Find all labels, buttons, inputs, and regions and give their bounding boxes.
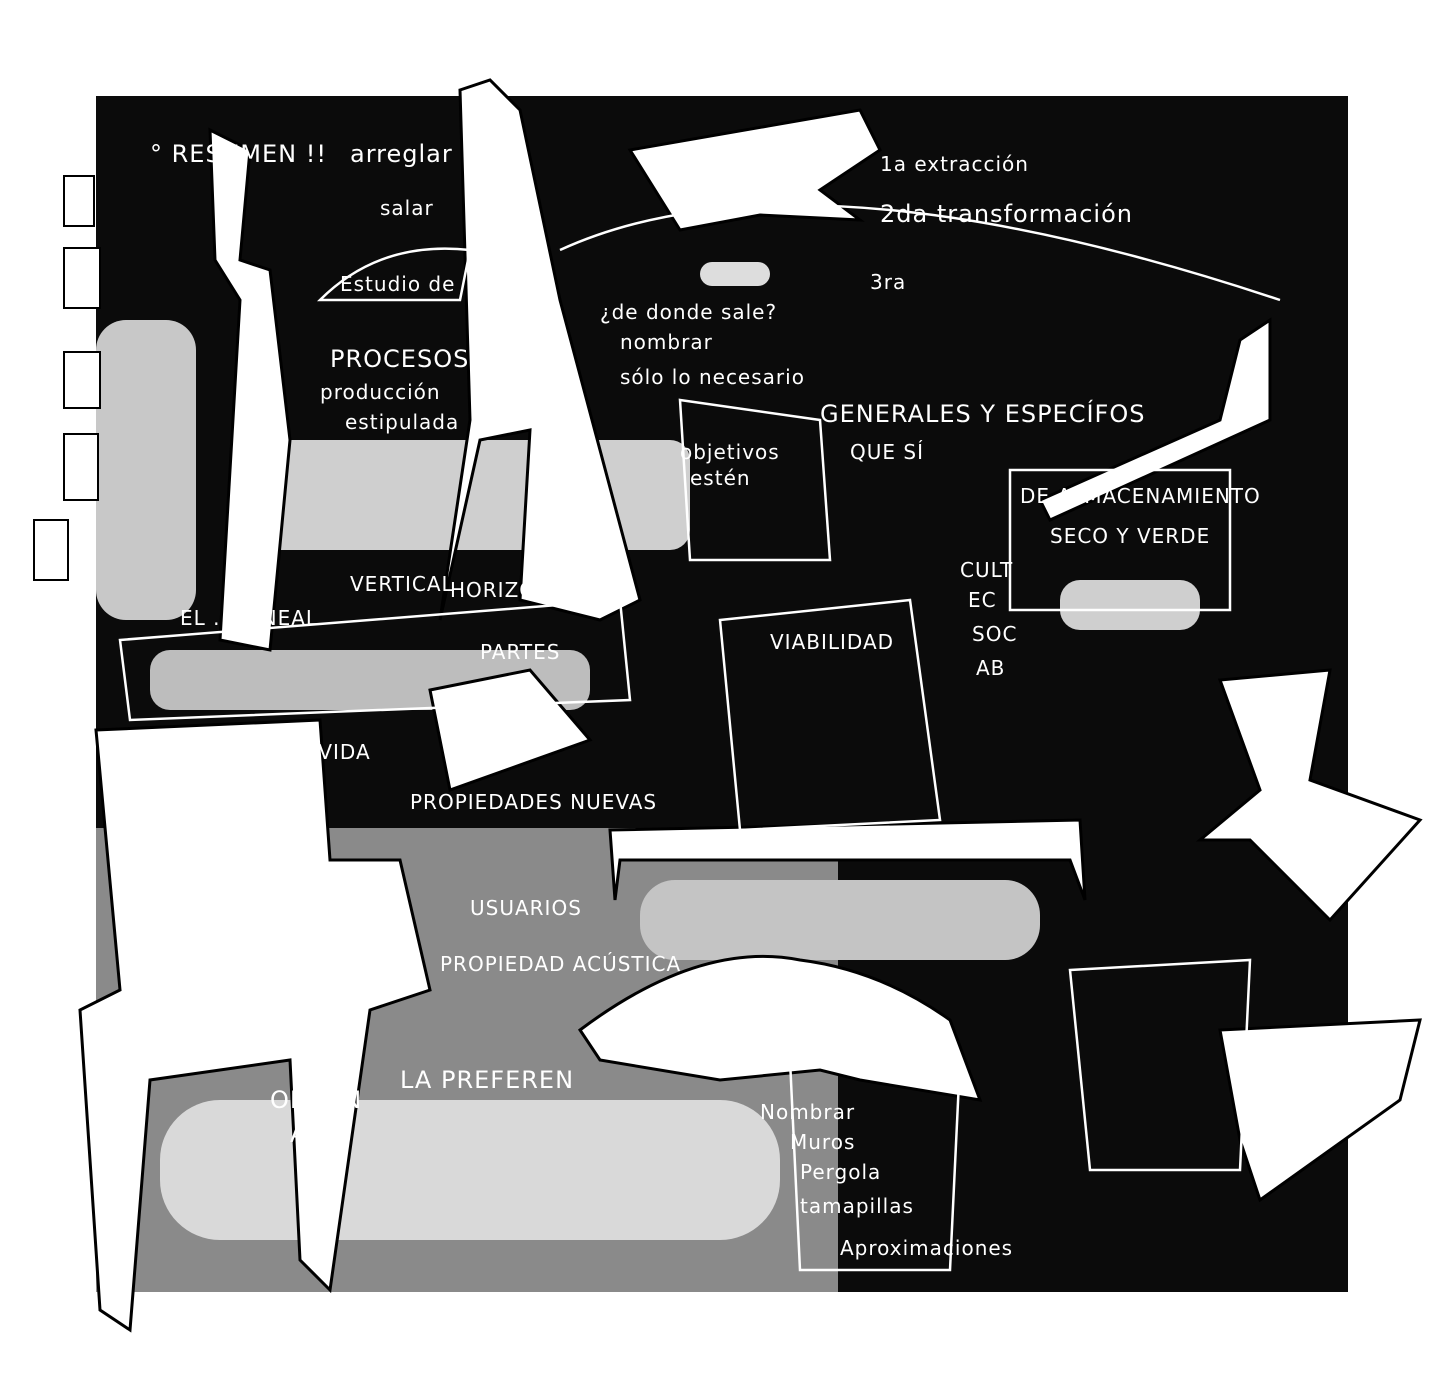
right-arrow <box>1195 668 1423 923</box>
note-generales: GENERALES Y ESPECÍFOS <box>820 400 1146 428</box>
note-aproximaciones: Aproximaciones <box>840 1236 1014 1260</box>
side-tabs <box>33 175 101 581</box>
note-ec: EC <box>968 588 997 612</box>
note-propiedades-nuevas: PROPIEDADES NUEVAS <box>410 790 658 814</box>
note-nombrar-top: nombrar <box>620 330 713 354</box>
grey-blob-small <box>1060 580 1200 630</box>
glow <box>700 262 770 286</box>
note-nombrar-mid: NOMBRAR <box>200 832 310 856</box>
table-right <box>1218 1018 1422 1203</box>
tall-shape-left <box>208 127 292 652</box>
sketch-lines <box>118 203 1281 1272</box>
note-estudio: Estudio de <box>340 272 456 296</box>
note-horizontal: HORIZONTAL <box>450 578 591 602</box>
note-usuarios: USUARIOS <box>470 896 582 920</box>
note-ab: AB <box>976 656 1006 680</box>
note-transformacion: 2da transformación <box>880 200 1133 228</box>
right-diagonal <box>1037 317 1272 522</box>
note-de-donde-sale: ¿de donde sale? <box>600 300 778 324</box>
note-extraccion: 1a extracción <box>880 152 1029 176</box>
note-seco-verde: SECO Y VERDE <box>1050 524 1211 548</box>
note-solo-necesario: sólo lo necesario <box>620 365 805 389</box>
center-bench <box>608 818 1087 901</box>
note-salar: salar <box>380 196 434 220</box>
note-detallar: detallar <box>150 766 235 790</box>
note-partes: PARTES <box>480 640 561 664</box>
note-procesos: PROCESOS <box>330 345 470 373</box>
note-que-si: QUE SÍ <box>850 440 924 464</box>
note-muros: Muros <box>790 1130 856 1154</box>
grey-blob-left <box>96 320 196 620</box>
grey-blob-right <box>640 880 1040 960</box>
note-estipulada: estipulada <box>345 410 460 434</box>
note-lineal: EL ... LINEAL <box>180 606 319 630</box>
grey-blob-low <box>160 1100 780 1240</box>
note-objetivos: objetivos <box>680 440 780 464</box>
note-vertical: VERTICAL <box>350 572 454 596</box>
note-orden: ORDEN <box>270 1086 363 1114</box>
note-viabilidad: VIABILIDAD <box>770 630 895 654</box>
note-a-lo: A LO <box>290 1120 350 1148</box>
note-la-preferencia: LA PREFEREN <box>400 1066 575 1094</box>
note-pergola: Pergola <box>800 1160 882 1184</box>
dome <box>577 954 983 1102</box>
left-chair <box>78 718 432 1333</box>
note-produccion: producción <box>320 380 441 404</box>
note-propiedad-acustica: PROPIEDAD ACÚSTICA <box>440 952 682 976</box>
note-tercera: 3ra <box>870 270 907 294</box>
white-shapes <box>78 78 1423 1333</box>
box <box>428 668 593 792</box>
note-soc: SOC <box>972 622 1018 646</box>
note-cult: CULT <box>960 558 1014 582</box>
note-arreglar: arreglar <box>350 140 453 168</box>
note-ciclo-vida: BIEN CICLO DE VIDA <box>150 740 371 764</box>
note-tamapillas: tamapillas <box>800 1194 914 1218</box>
tall-shape-center <box>438 78 642 622</box>
note-almacenamiento: DE ALMACENAMIENTO <box>1020 484 1261 508</box>
note-resumen: ° RESUMEN !! <box>150 140 327 168</box>
top-roof <box>627 108 882 232</box>
note-esten: estén <box>690 466 751 490</box>
note-nombrar-low: Nombrar <box>760 1100 856 1124</box>
